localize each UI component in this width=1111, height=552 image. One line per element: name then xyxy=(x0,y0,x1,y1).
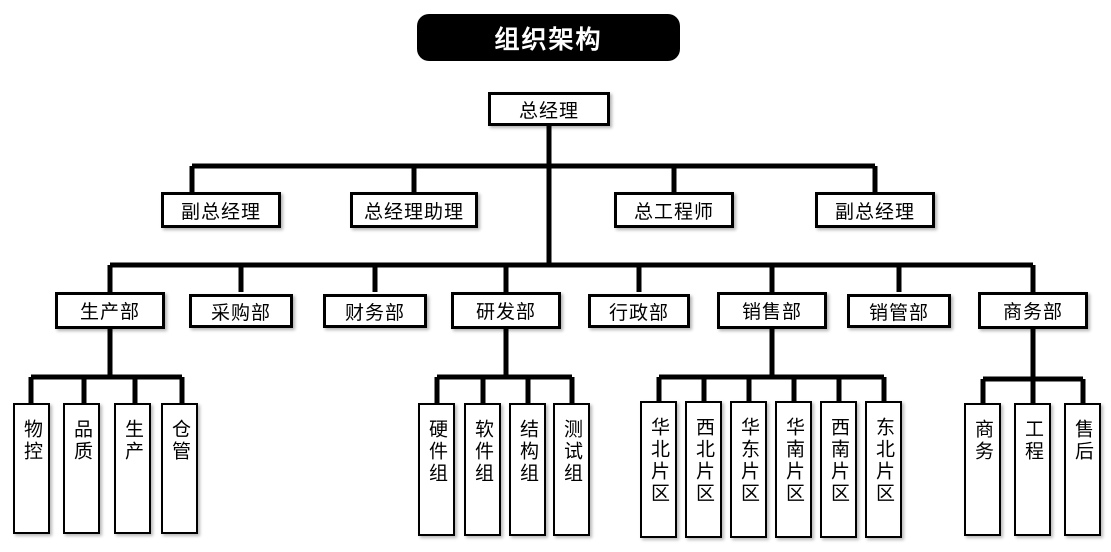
node-label: 硬件组 xyxy=(426,419,447,485)
node-label: 西南片区 xyxy=(828,417,849,505)
node-chief-engineer[interactable]: 总工程师 xyxy=(614,192,734,228)
node-label: 研发部 xyxy=(475,302,536,323)
node-label: 销售部 xyxy=(741,302,802,323)
node-region-north-china[interactable]: 华北片区 xyxy=(640,401,677,538)
node-unit-testing-group[interactable]: 测试组 xyxy=(553,403,590,536)
node-label: 软件组 xyxy=(472,419,493,485)
node-deputy-general-manager-1[interactable]: 副总经理 xyxy=(161,192,281,228)
node-department-sales[interactable]: 销售部 xyxy=(717,292,827,329)
node-label: 结构组 xyxy=(517,419,538,485)
node-label: 总经理 xyxy=(518,100,579,122)
chart-title-banner: 组织架构 xyxy=(417,14,680,61)
node-label: 行政部 xyxy=(608,302,669,324)
node-general-manager[interactable]: 总经理 xyxy=(488,92,610,126)
node-label: 总经理助理 xyxy=(363,201,464,223)
node-department-production[interactable]: 生产部 xyxy=(55,292,165,329)
node-department-finance[interactable]: 财务部 xyxy=(323,294,427,328)
node-unit-warehouse[interactable]: 仓管 xyxy=(161,403,198,534)
node-label: 商务部 xyxy=(1002,302,1063,323)
node-unit-quality[interactable]: 品质 xyxy=(63,403,100,534)
node-department-administration[interactable]: 行政部 xyxy=(588,294,690,328)
node-region-south-china[interactable]: 华南片区 xyxy=(775,401,812,538)
node-label: 副总经理 xyxy=(180,201,261,223)
node-unit-structure-group[interactable]: 结构组 xyxy=(509,403,546,536)
node-label: 西北片区 xyxy=(693,417,714,505)
node-label: 东北片区 xyxy=(873,417,894,505)
node-label: 售后 xyxy=(1072,419,1093,463)
node-label: 物控 xyxy=(21,419,42,463)
node-label: 总工程师 xyxy=(633,201,714,223)
node-gm-assistant[interactable]: 总经理助理 xyxy=(350,192,478,228)
node-region-northwest[interactable]: 西北片区 xyxy=(685,401,722,538)
node-deputy-general-manager-2[interactable]: 副总经理 xyxy=(815,192,935,228)
node-unit-commerce[interactable]: 商务 xyxy=(964,403,1001,536)
node-department-rnd[interactable]: 研发部 xyxy=(451,292,561,329)
node-unit-material-control[interactable]: 物控 xyxy=(13,403,50,534)
node-region-northeast[interactable]: 东北片区 xyxy=(865,401,902,538)
node-unit-hardware-group[interactable]: 硬件组 xyxy=(418,403,455,536)
node-label: 销管部 xyxy=(868,302,929,324)
node-unit-engineering[interactable]: 工程 xyxy=(1014,403,1051,536)
node-label: 采购部 xyxy=(210,302,271,324)
node-unit-production[interactable]: 生产 xyxy=(114,403,151,534)
node-label: 仓管 xyxy=(169,419,190,463)
node-department-procurement[interactable]: 采购部 xyxy=(189,294,293,328)
node-label: 副总经理 xyxy=(834,201,915,223)
node-label: 生产 xyxy=(122,419,143,463)
node-label: 财务部 xyxy=(344,302,405,324)
node-unit-after-sales[interactable]: 售后 xyxy=(1064,403,1101,536)
node-department-business[interactable]: 商务部 xyxy=(978,292,1088,329)
node-label: 生产部 xyxy=(79,302,140,323)
chart-title-label: 组织架构 xyxy=(494,25,603,54)
node-label: 工程 xyxy=(1022,419,1043,463)
node-label: 测试组 xyxy=(561,419,582,485)
node-department-sales-management[interactable]: 销管部 xyxy=(847,294,951,328)
node-region-southwest[interactable]: 西南片区 xyxy=(820,401,857,538)
node-label: 品质 xyxy=(71,419,92,463)
node-label: 华南片区 xyxy=(783,417,804,505)
node-label: 华东片区 xyxy=(738,417,759,505)
node-label: 商务 xyxy=(972,419,993,463)
node-unit-software-group[interactable]: 软件组 xyxy=(464,403,501,536)
node-label: 华北片区 xyxy=(648,417,669,505)
node-region-east-china[interactable]: 华东片区 xyxy=(730,401,767,538)
